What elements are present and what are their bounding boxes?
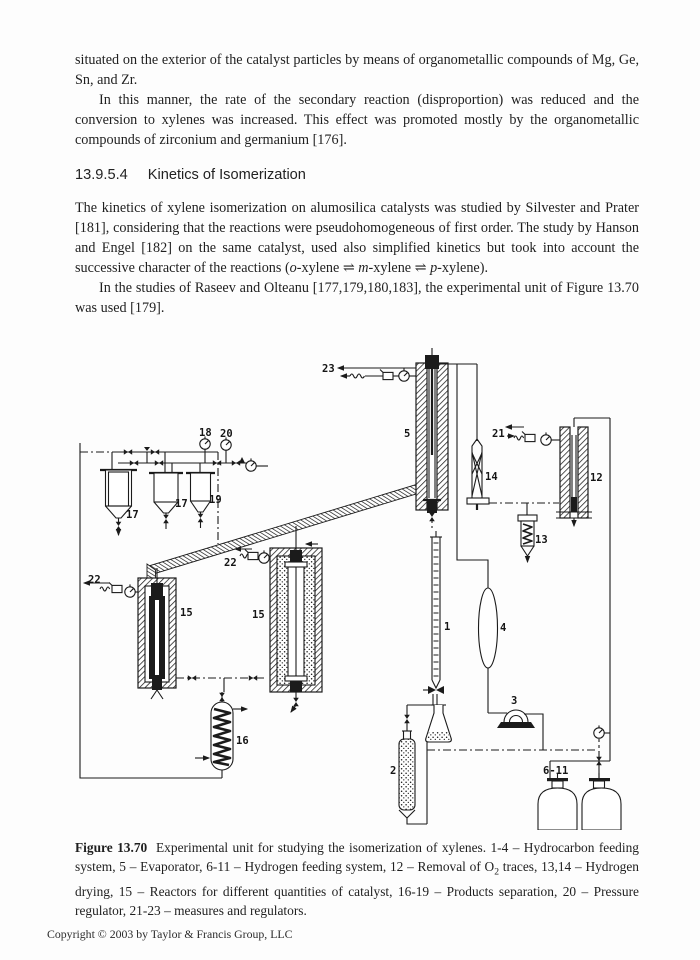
svg-text:12: 12	[590, 472, 603, 484]
reactor-15-left	[82, 568, 267, 700]
drying-vessel-13	[517, 514, 538, 564]
svg-text:6-11: 6-11	[543, 765, 568, 777]
svg-text:14: 14	[485, 471, 498, 483]
figure-caption-label: Figure 13.70	[75, 840, 148, 855]
collection-flask	[425, 704, 597, 824]
figure-caption: Figure 13.70 Experimental unit for study…	[75, 840, 639, 918]
svg-text:3: 3	[511, 695, 517, 707]
svg-text:4: 4	[500, 622, 506, 634]
condenser-16	[195, 692, 249, 778]
svg-text:19: 19	[209, 494, 222, 506]
svg-text:17: 17	[126, 509, 139, 521]
svg-text:22: 22	[88, 574, 101, 586]
svg-text:16: 16	[236, 735, 249, 747]
hydrogen-cylinders-6-11	[537, 724, 622, 830]
burette-1	[407, 531, 444, 706]
svg-text:1: 1	[444, 621, 450, 633]
piping-borders	[79, 417, 611, 779]
svg-text:22: 22	[224, 557, 237, 569]
paragraph: situated on the exterior of the catalyst…	[75, 52, 639, 88]
section-heading: 13.9.5.4 Kinetics of Isomerization	[75, 165, 639, 185]
packed-column-2	[398, 705, 427, 825]
svg-text:15: 15	[252, 609, 265, 621]
separators-17-19	[100, 435, 268, 544]
section-title: Kinetics of Isomerization	[147, 167, 306, 183]
paragraph: In this manner, the rate of the secondar…	[75, 92, 639, 148]
svg-text:17: 17	[175, 498, 188, 510]
svg-text:5: 5	[404, 428, 410, 440]
section-number: 13.9.5.4	[75, 167, 128, 183]
svg-text:13: 13	[535, 534, 548, 546]
copyright-line: Copyright © 2003 by Taylor & Francis Gro…	[47, 927, 293, 941]
paragraph: In the studies of Raseev and Olteanu [17…	[75, 280, 639, 316]
drying-column-14	[466, 438, 559, 515]
svg-text:21: 21	[492, 428, 505, 440]
gauge-icon	[245, 457, 257, 472]
pump-3	[497, 709, 544, 750]
svg-text:15: 15	[180, 607, 193, 619]
svg-text:20: 20	[220, 428, 233, 440]
evaporator-5	[336, 348, 489, 588]
gauge-icon	[398, 367, 410, 382]
body-text: situated on the exterior of the catalyst…	[75, 50, 639, 318]
gauge-icon	[593, 724, 605, 739]
paragraph: The kinetics of xylene isomerization on …	[75, 200, 639, 276]
oxygen-removal-column-12	[504, 418, 592, 528]
svg-text:2: 2	[390, 765, 396, 777]
feed-vessel-4	[477, 587, 507, 714]
gauge-icon	[124, 583, 136, 598]
gauge-icon	[258, 549, 270, 564]
svg-text:18: 18	[199, 427, 212, 439]
reactor-15-right	[233, 526, 323, 713]
gauge-icon	[540, 431, 552, 446]
svg-text:23: 23	[322, 363, 335, 375]
